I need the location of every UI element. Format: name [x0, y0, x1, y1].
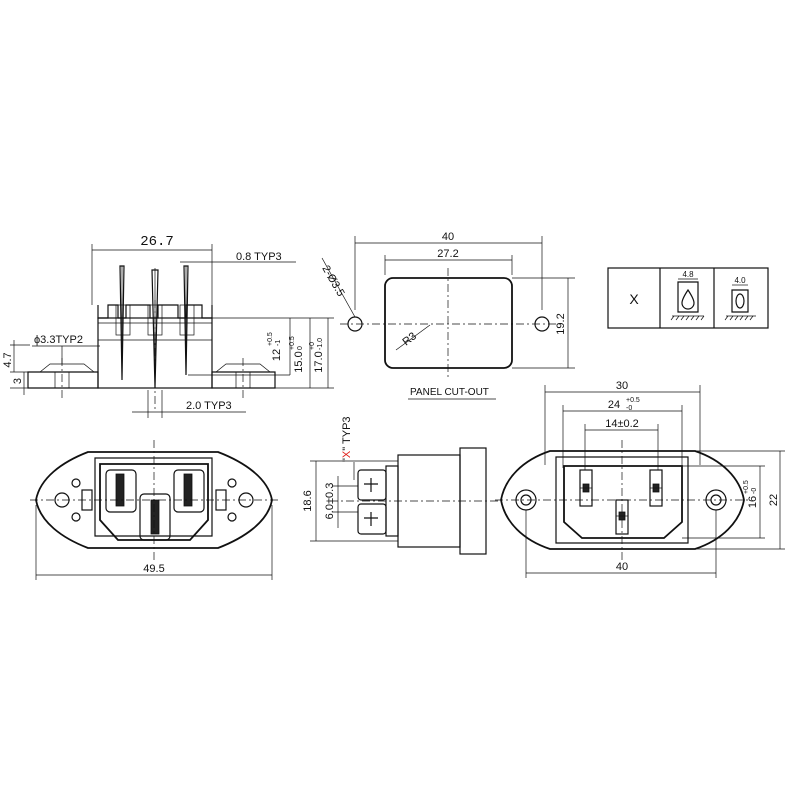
dim-profile-6: 6.0±0.3	[324, 483, 336, 520]
profile-view: "X" TYP3 18.6 6.0±0.3	[302, 416, 500, 555]
dim-12-tol-dn: -1	[275, 340, 282, 346]
dim-pin-width: 2.0 TYP3	[186, 400, 232, 412]
dim-rear-30: 30	[616, 380, 628, 392]
dim-mount-hole: ϕ3.3TYP2	[34, 334, 83, 346]
rear-view: 30 24 +0.5 -0 14±0.2 16 +0.5	[495, 380, 785, 578]
panel-cutout: 40 27.2 2-Ø3.5 R3 19.2 PANEL CUT-OUT	[319, 231, 575, 400]
dim-15-tol-dn: 0	[297, 346, 304, 350]
typ-label: "X" TYP3	[341, 416, 353, 462]
dim-3: 3	[12, 378, 24, 384]
terminal-table: X 4.8 4.0	[607, 267, 769, 329]
dim-rear-24: 24	[608, 399, 620, 411]
terminal-col-x: X	[629, 291, 639, 307]
dim-cutout-radius: R3	[400, 330, 418, 348]
dim-rear-16-tol-up: +0.5	[743, 480, 750, 494]
dim-cutout-27-2: 27.2	[437, 248, 458, 260]
dim-rear-16: 16	[747, 496, 759, 508]
typ-label-x: X	[341, 450, 353, 458]
dim-15: 15.0	[293, 351, 305, 372]
dim-17: 17.0	[313, 351, 325, 372]
dim-cutout-19-2: 19.2	[555, 313, 567, 334]
dim-rear-22: 22	[768, 494, 780, 506]
dim-rear-14: 14±0.2	[605, 418, 639, 430]
dim-rear-24-tol-up: +0.5	[626, 397, 640, 404]
dim-pin-thickness: 0.8 TYP3	[236, 251, 282, 263]
dim-rear-40: 40	[616, 561, 628, 573]
dim-rear-24-tol-dn: -0	[626, 405, 632, 412]
dim-rear-16-tol-dn: -0	[751, 488, 758, 494]
dim-15-tol-up: +0.5	[289, 336, 296, 350]
terminal-dim-a: 4.8	[682, 270, 694, 279]
dim-26-7: 26.7	[140, 234, 174, 250]
dim-4-7: 4.7	[2, 352, 14, 367]
dim-front-49-5: 49.5	[143, 563, 164, 575]
dim-17-tol-up: +0	[309, 342, 316, 350]
dim-17-tol-dn: -1.0	[317, 338, 324, 350]
typ-label-pre: "	[341, 458, 353, 462]
cutout-caption: PANEL CUT-OUT	[410, 387, 489, 398]
dim-cutout-40: 40	[442, 231, 454, 243]
terminal-dim-b: 4.0	[734, 276, 746, 285]
dim-profile-18-6: 18.6	[302, 490, 314, 511]
dim-12: 12	[271, 349, 283, 361]
side-view: 26.7 0.8 TYP3 ϕ3.3TYP2	[2, 234, 334, 418]
dim-cutout-hole: 2-Ø3.5	[319, 264, 346, 299]
typ-label-post: " TYP3	[341, 416, 353, 450]
dim-12-tol-up: +0.5	[267, 332, 274, 346]
front-view: 49.5	[30, 440, 280, 580]
